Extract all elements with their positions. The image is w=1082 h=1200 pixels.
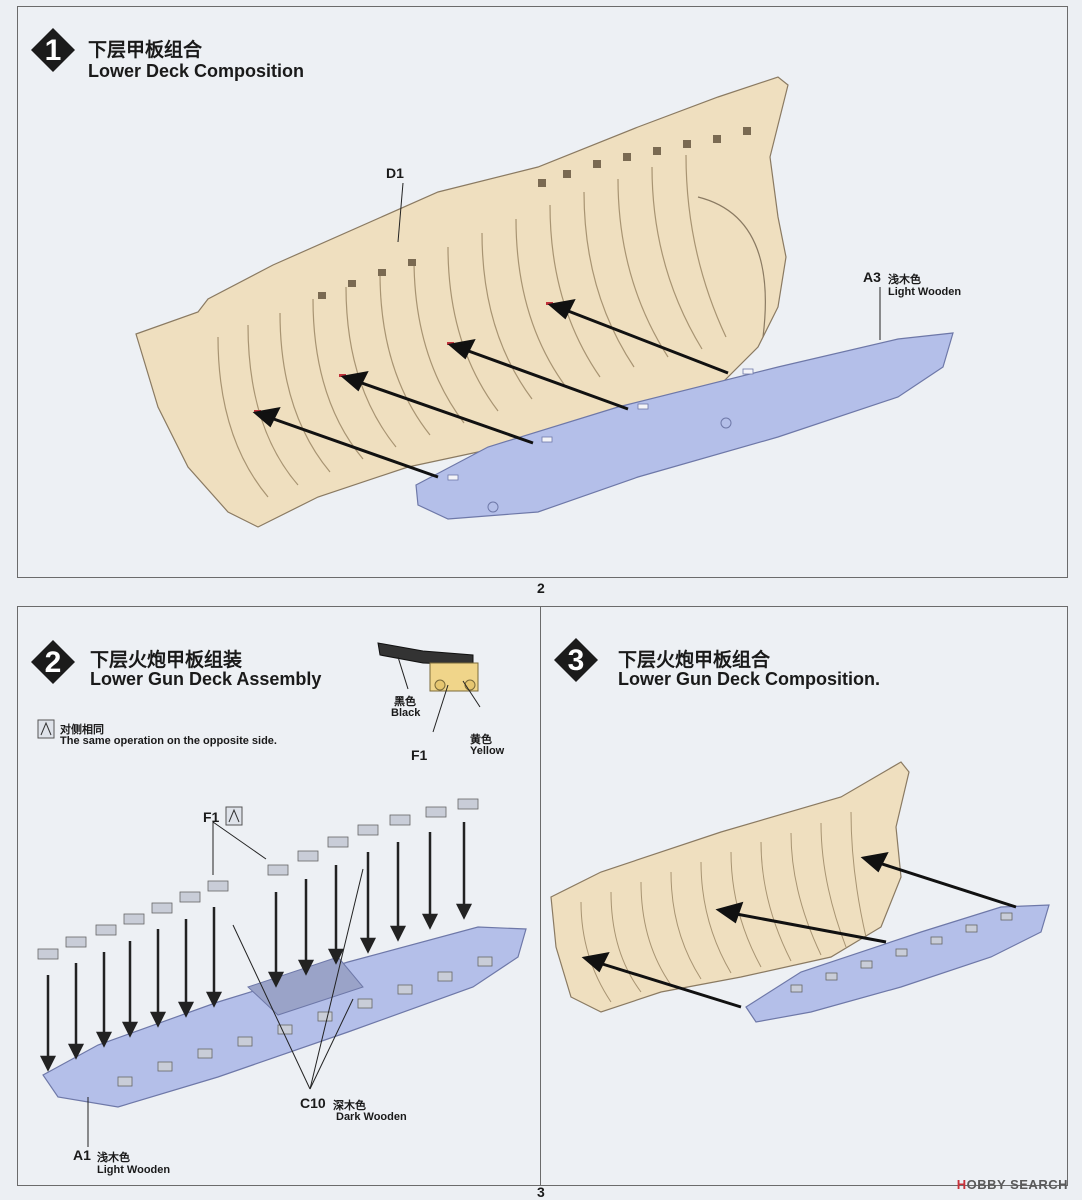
deck-a1 (42, 926, 527, 1108)
yellow-color-cn: 黄色 (470, 734, 492, 746)
step-3-title-en: Lower Gun Deck Composition. (618, 669, 881, 689)
part-a1-label: A1 (73, 1147, 91, 1163)
step-2-illustration (37, 642, 527, 1147)
assembly-arrows (39, 822, 473, 1072)
step-2-number-icon: 2 (31, 640, 75, 684)
step-1-number-icon: 1 (31, 28, 75, 72)
cannon-part-label: F1 (411, 747, 428, 763)
part-c10-label: C10 (300, 1095, 326, 1111)
hobby-search-watermark: HOBBY SEARCH (956, 1177, 1068, 1192)
deck-a3 (415, 332, 954, 520)
deck-slots (447, 368, 754, 481)
deck-lower-gun (745, 904, 1050, 1023)
mirror-note-cn: 对侧相同 (60, 724, 104, 736)
page-number-bottom: 3 (537, 1184, 545, 1200)
a3-color-en: Light Wooden (888, 286, 962, 298)
black-color-cn: 黑色 (394, 696, 416, 708)
mirror-note-en: The same operation on the opposite side. (60, 735, 277, 747)
assembly-arrows (252, 298, 729, 479)
a1-color-cn: 浅木色 (97, 1152, 130, 1164)
page-number-top: 2 (537, 580, 545, 596)
step-1-title-cn: 下层甲板组合 (88, 40, 203, 61)
step-3-panel: 3 下层火炮甲板组合 Lower Gun Deck Composition. (540, 606, 1068, 1186)
part-a3-label: A3 (863, 269, 881, 285)
a1-color-en: Light Wooden (97, 1164, 171, 1176)
step-2-title-cn: 下层火炮甲板组装 (90, 650, 243, 671)
step-3-illustration (550, 761, 1050, 1023)
step-2-panel: 2 下层火炮甲板组装 Lower Gun Deck Assembly 对侧相同 … (17, 606, 540, 1186)
step-3-number-icon: 3 (554, 638, 598, 682)
cannon-detail (377, 642, 481, 733)
c10-color-en: Dark Wooden (336, 1111, 407, 1123)
step-2-title-en: Lower Gun Deck Assembly (90, 669, 322, 689)
svg-text:3: 3 (568, 644, 585, 677)
assembly-arrows (581, 851, 1017, 1009)
hull-lower (550, 761, 910, 1013)
part-f1-label: F1 (203, 809, 220, 825)
black-color-en: Black (391, 707, 421, 719)
svg-text:1: 1 (45, 34, 62, 67)
a3-color-cn: 浅木色 (888, 274, 921, 286)
step-3-title-cn: 下层火炮甲板组合 (618, 650, 771, 671)
gun-ports (318, 127, 751, 299)
step-1-title-en: Lower Deck Composition (88, 61, 305, 81)
loose-cannons (37, 798, 479, 960)
part-d1-label: D1 (386, 165, 404, 181)
step-1-illustration (135, 76, 954, 528)
svg-text:2: 2 (45, 646, 62, 679)
hull-ribs (217, 154, 727, 498)
step-1-panel: 1 下层甲板组合 Lower Deck Composition D1 A3 浅木… (17, 6, 1068, 578)
yellow-color-en: Yellow (470, 745, 505, 757)
mounted-cannons (117, 956, 493, 1087)
c10-color-cn: 深木色 (333, 1100, 366, 1112)
